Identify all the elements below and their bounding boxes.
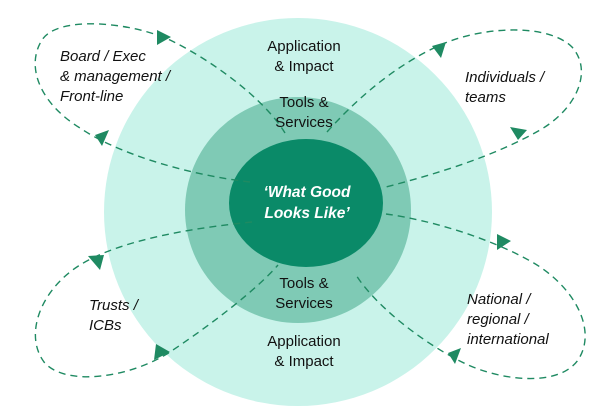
- triangle-arrowhead-icon: [448, 348, 461, 364]
- arrowheads: [88, 30, 527, 364]
- individuals-line-2: teams: [465, 89, 506, 106]
- triangle-arrowhead-icon: [157, 30, 171, 45]
- national-line-2: regional /: [467, 311, 529, 328]
- loop-bottom-left: [34, 221, 279, 378]
- middle-bottom-line-1: Tools &: [279, 275, 329, 292]
- stakeholder-trusts: Trusts / ICBs: [89, 296, 138, 336]
- middle-bottom-label: Tools & Services: [275, 274, 333, 314]
- triangle-arrowhead-icon: [88, 255, 104, 270]
- loop-top-left: [34, 23, 286, 183]
- stakeholder-national: National / regional / international: [467, 290, 549, 350]
- stakeholder-individuals: Individuals / teams: [465, 68, 544, 108]
- middle-top-label: Tools & Services: [275, 93, 333, 133]
- triangle-arrowhead-icon: [154, 344, 170, 360]
- triangle-arrowhead-icon: [510, 127, 527, 140]
- core-line-2: Looks Like’: [264, 205, 350, 222]
- triangle-arrowhead-icon: [497, 234, 511, 250]
- board-line-2: & management /: [60, 68, 171, 85]
- middle-bottom-line-2: Services: [275, 295, 333, 312]
- core-circle: [229, 139, 383, 267]
- triangle-arrowhead-icon: [95, 130, 109, 146]
- stakeholder-board-exec: Board / Exec & management / Front-line: [60, 47, 170, 107]
- core-line-1: ‘What Good: [263, 184, 351, 201]
- middle-top-line-1: Tools &: [279, 94, 329, 111]
- loop-bottom-right: [355, 213, 586, 380]
- national-line-3: international: [467, 331, 549, 348]
- outer-top-line-1: Application: [267, 38, 341, 55]
- outer-bottom-label: Application & Impact: [267, 332, 340, 372]
- outer-top-line-2: & Impact: [274, 58, 334, 75]
- outer-top-label: Application & Impact: [267, 37, 340, 77]
- outer-bottom-line-1: Application: [267, 333, 341, 350]
- individuals-line-1: Individuals /: [465, 69, 545, 86]
- national-line-1: National /: [467, 291, 531, 308]
- middle-top-line-2: Services: [275, 114, 333, 131]
- triangle-arrowhead-icon: [432, 42, 446, 58]
- trusts-line-2: ICBs: [89, 317, 122, 334]
- dashed-loops: [34, 23, 586, 380]
- board-line-3: Front-line: [60, 88, 124, 105]
- outer-bottom-line-2: & Impact: [274, 353, 334, 370]
- board-line-1: Board / Exec: [60, 48, 146, 65]
- trusts-line-1: Trusts /: [89, 297, 138, 314]
- core-label: ‘What Good Looks Like’: [264, 182, 351, 224]
- loop-top-right: [326, 29, 583, 188]
